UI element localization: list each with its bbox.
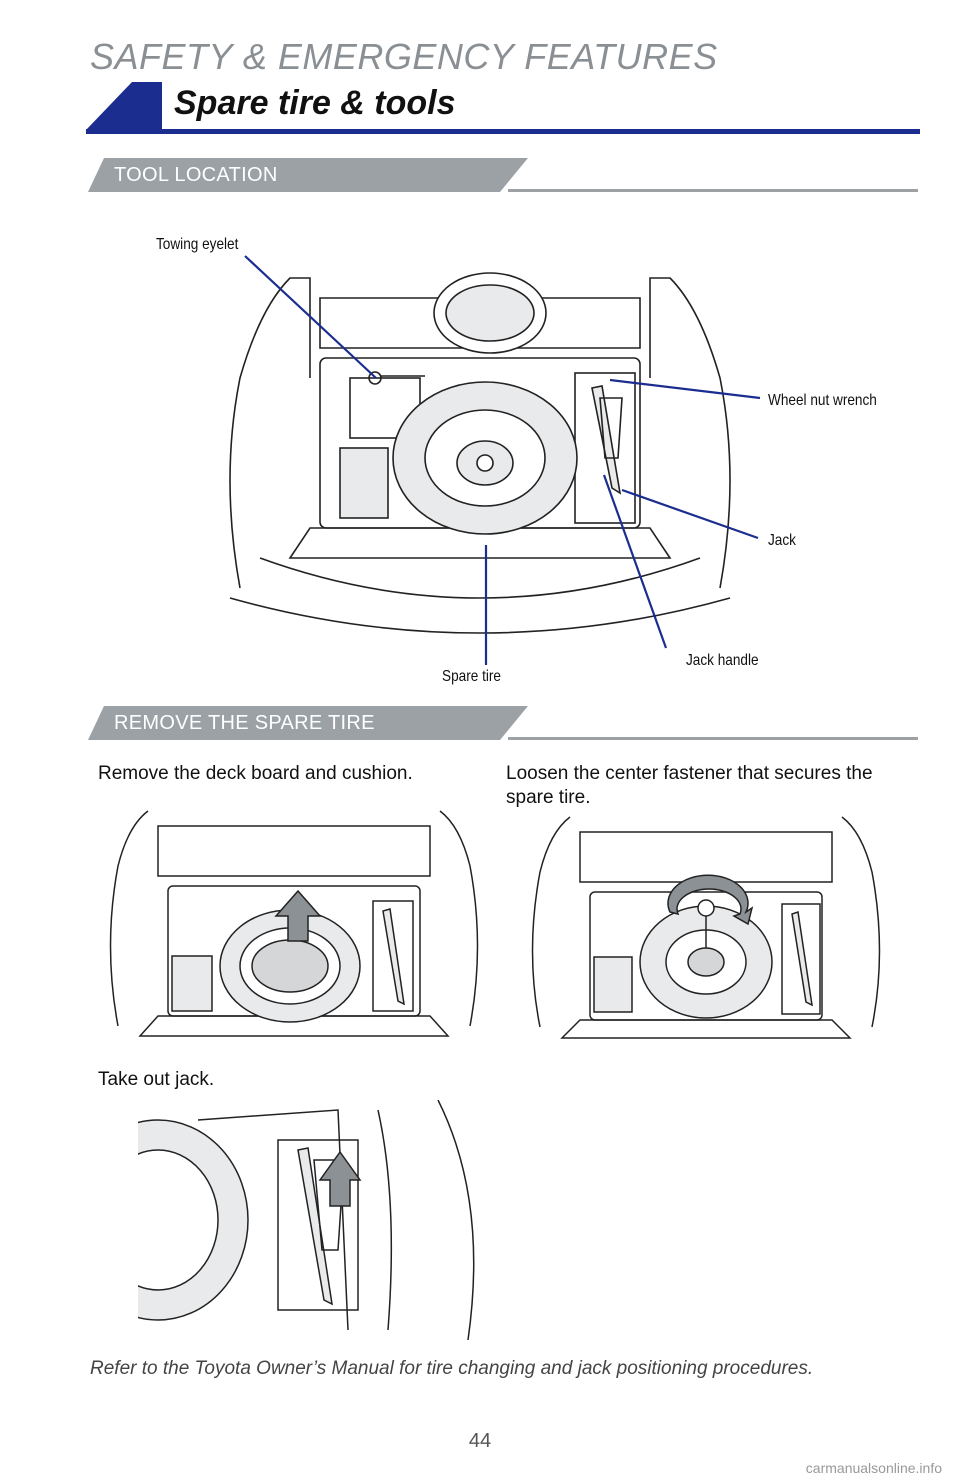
callout-spare-tire: Spare tire [442,668,501,685]
trunk-tool-location-illustration [229,272,731,634]
subhead-tab [88,158,528,192]
subhead-rule [508,189,918,192]
rotate-arrow-icon [667,874,754,926]
watermark: carmanualsonline.info [805,1460,942,1476]
subhead-rule [508,737,918,740]
subhead-tool-location: TOOL LOCATION [88,158,918,194]
up-arrow-icon [274,889,322,942]
leader-towing-eyelet [244,255,377,379]
up-arrow-icon [318,1150,362,1207]
step-remove-deck-board: Remove the deck board and cushion. [98,763,413,784]
callout-jack: Jack [768,532,796,549]
leader-wheel-nut-wrench [609,378,761,400]
subhead-remove-spare: REMOVE THE SPARE TIRE [88,706,918,742]
page-heading-banner: Spare tire & tools [86,82,920,134]
subhead-tab [88,706,528,740]
step-take-out-jack: Take out jack. [98,1069,215,1090]
jack-removal-illustration [138,1100,475,1340]
page-title: Spare tire & tools [174,84,456,122]
leader-jack [621,488,759,540]
callout-towing-eyelet: Towing eyelet [156,236,239,253]
callout-leaders [244,255,761,665]
heading-underline [86,129,920,134]
section-title: SAFETY & EMERGENCY FEATURES [90,36,718,77]
callout-wheel-nut-wrench: Wheel nut wrench [768,392,877,409]
subhead-label: REMOVE THE SPARE TIRE [114,712,375,734]
fastener-loosening-illustration [531,816,881,1039]
page-number: 44 [468,1430,492,1452]
callout-jack-handle: Jack handle [686,652,759,669]
subhead-label: TOOL LOCATION [114,164,278,186]
leader-jack-handle [602,474,668,649]
deck-board-removal-illustration [109,810,479,1037]
footnote: Refer to the Toyota Owner’s Manual for t… [90,1358,814,1379]
step-loosen-fastener: Loosen the center fastener that secures … [506,763,873,808]
